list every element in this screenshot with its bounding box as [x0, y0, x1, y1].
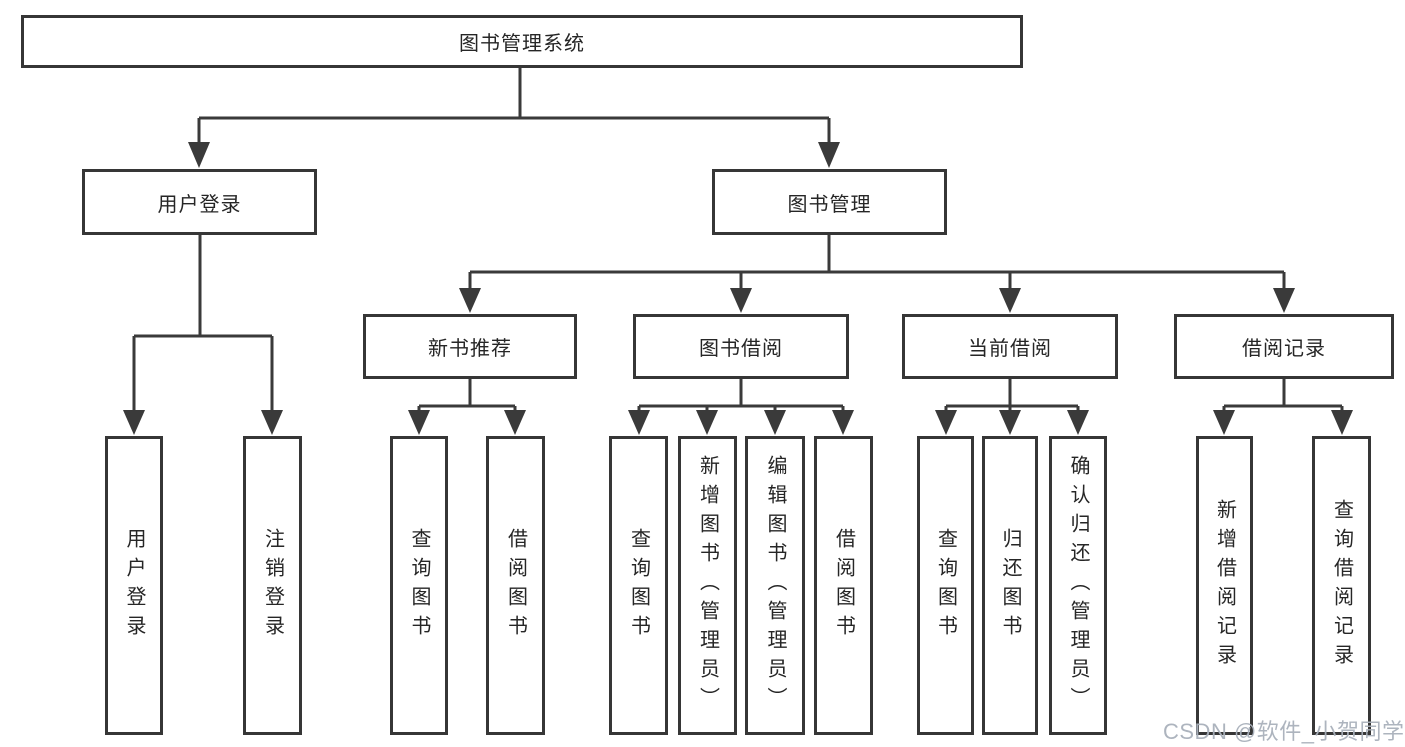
- node-book-borrow: 图书借阅: [633, 314, 849, 379]
- leaf-recommend-query-books: 查询图书: [390, 436, 448, 735]
- node-book-management-label: 图书管理: [787, 193, 872, 216]
- leaf-borrow-query-books-label: 查询图书: [627, 527, 650, 644]
- node-user-login: 用户登录: [82, 169, 317, 235]
- node-current-borrow: 当前借阅: [902, 314, 1118, 379]
- leaf-logout-label: 注销登录: [261, 527, 284, 644]
- leaf-confirm-return-admin-label: 确认归还（管理员）: [1067, 455, 1089, 716]
- leaf-return-books: 归还图书: [982, 436, 1038, 735]
- arrowheads: [123, 142, 1353, 435]
- node-user-login-label: 用户登录: [157, 193, 242, 216]
- leaf-user-login: 用户登录: [105, 436, 163, 735]
- leaf-borrow-books-label: 借阅图书: [832, 527, 855, 644]
- leaf-add-books-admin-label: 新增图书（管理员）: [696, 455, 719, 716]
- node-borrow-records-label: 借阅记录: [1242, 338, 1326, 360]
- node-new-book-recommend: 新书推荐: [363, 314, 577, 379]
- leaf-current-query-books: 查询图书: [917, 436, 974, 735]
- leaf-query-borrow-record-label: 查询借阅记录: [1330, 498, 1353, 673]
- watermark: CSDN @软件_小贺同学: [1163, 719, 1405, 744]
- node-root-label: 图书管理系统: [459, 33, 585, 55]
- leaf-add-borrow-record-label: 新增借阅记录: [1213, 498, 1236, 673]
- leaf-borrow-query-books: 查询图书: [609, 436, 668, 735]
- leaf-logout: 注销登录: [243, 436, 302, 735]
- leaf-confirm-return-admin: 确认归还（管理员）: [1049, 436, 1107, 735]
- leaf-edit-books-admin-label: 编辑图书（管理员）: [764, 455, 786, 716]
- node-new-book-recommend-label: 新书推荐: [428, 338, 512, 360]
- node-current-borrow-label: 当前借阅: [968, 338, 1052, 360]
- leaf-query-borrow-record: 查询借阅记录: [1312, 436, 1371, 735]
- leaf-recommend-borrow-books-label: 借阅图书: [504, 527, 527, 644]
- leaf-borrow-books: 借阅图书: [814, 436, 873, 735]
- leaf-add-borrow-record: 新增借阅记录: [1196, 436, 1253, 735]
- leaf-recommend-query-books-label: 查询图书: [408, 527, 430, 644]
- leaf-edit-books-admin: 编辑图书（管理员）: [745, 436, 805, 735]
- leaf-user-login-label: 用户登录: [123, 527, 145, 644]
- node-book-management: 图书管理: [712, 169, 947, 235]
- node-borrow-records: 借阅记录: [1174, 314, 1394, 379]
- node-root: 图书管理系统: [21, 15, 1023, 68]
- leaf-return-books-label: 归还图书: [999, 527, 1021, 644]
- leaf-current-query-books-label: 查询图书: [934, 527, 957, 644]
- leaf-add-books-admin: 新增图书（管理员）: [678, 436, 737, 735]
- leaf-recommend-borrow-books: 借阅图书: [486, 436, 545, 735]
- node-book-borrow-label: 图书借阅: [699, 338, 783, 360]
